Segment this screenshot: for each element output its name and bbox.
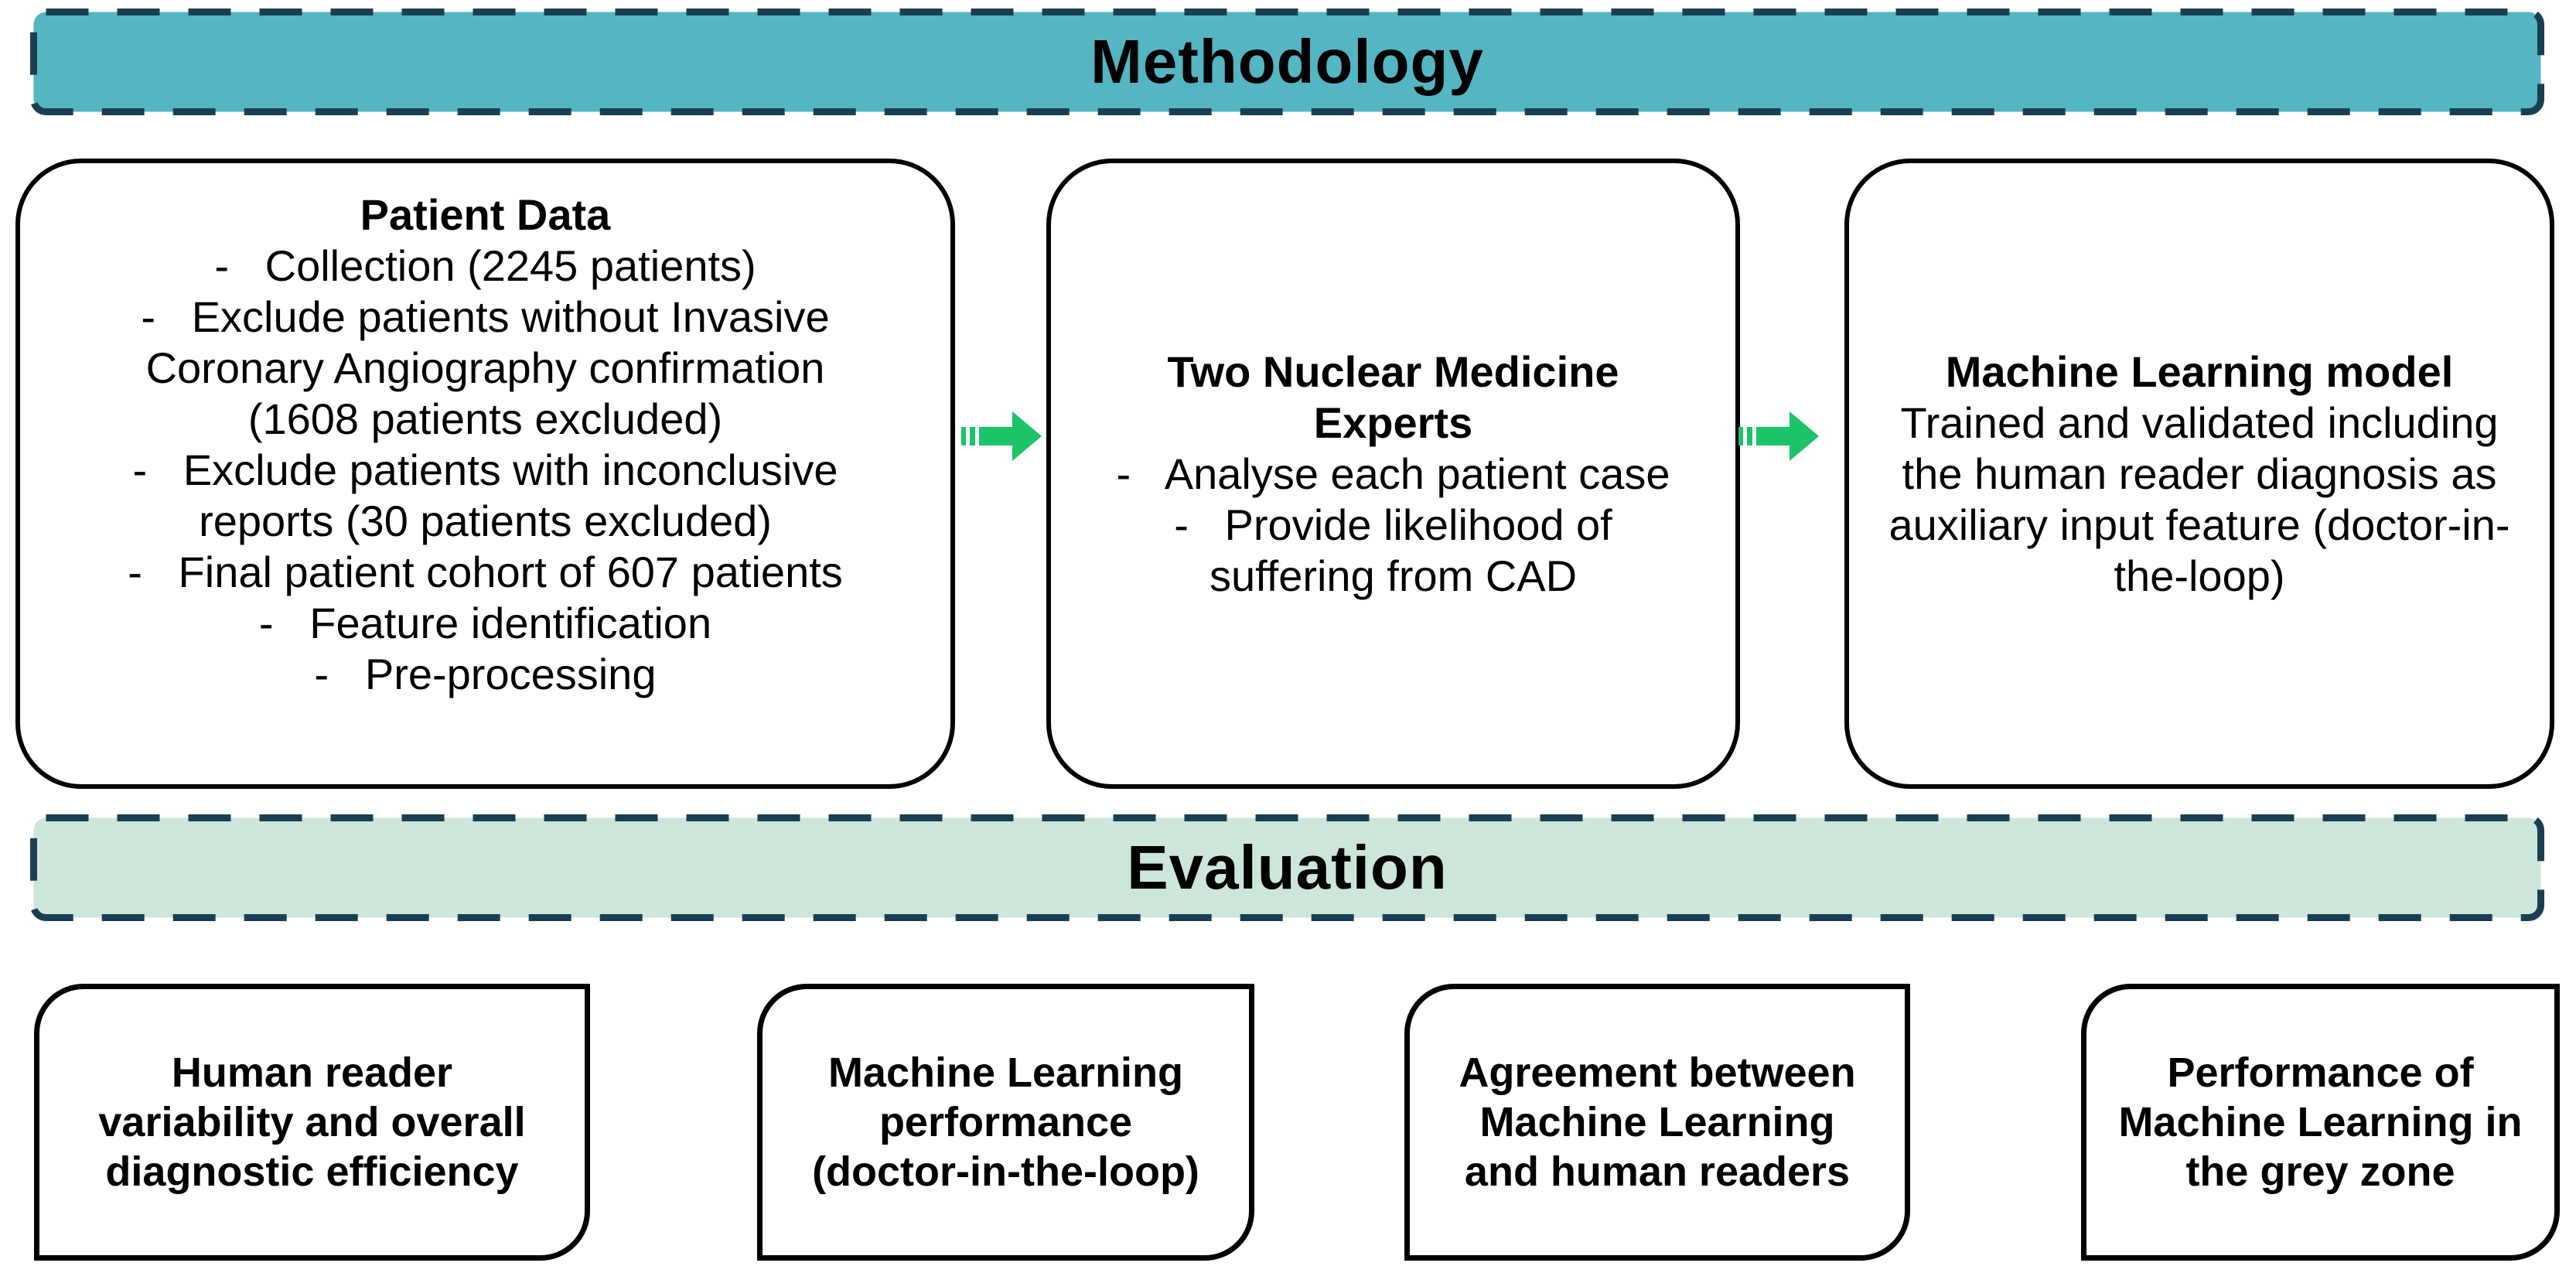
green-right-arrow-icon — [961, 411, 1042, 461]
experts-title-line1: Two Nuclear Medicine — [1167, 346, 1619, 396]
evaluation-banner-rect — [30, 814, 2544, 921]
text-line: (1608 patients excluded) — [247, 394, 723, 443]
text-line: performance — [879, 1099, 1133, 1145]
text-line: - Feature identification — [258, 599, 712, 647]
text-line: suffering from CAD — [1209, 551, 1578, 600]
text-line: auxiliary input feature (doctor-in- — [1888, 500, 2510, 549]
dashed-banner-shape — [30, 814, 2544, 921]
text-line: Machine Learning — [827, 1049, 1184, 1096]
text-line: the grey zone — [2185, 1148, 2455, 1195]
eval-card-ml-performance: Machine Learning performance (doctor-in-… — [757, 984, 1254, 1261]
text-line: - Pre-processing — [314, 650, 657, 698]
patient-data-box: Patient Data - Collection (2245 patients… — [15, 159, 955, 789]
arrow-stripe — [1747, 427, 1752, 445]
text-line: variability and overall — [98, 1099, 526, 1145]
text-line: - Provide likelihood of — [1174, 500, 1612, 549]
methodology-banner-rect — [30, 9, 2544, 115]
ml-model-title: Machine Learning model — [1945, 346, 2454, 396]
experts-box: Two Nuclear Medicine Experts - Analyse e… — [1046, 159, 1740, 789]
text-line: - Analyse each patient case — [1116, 449, 1670, 498]
text-line: Human reader — [171, 1049, 453, 1096]
text-line: Machine Learning — [1479, 1099, 1835, 1145]
evaluation-banner-title: Evaluation — [1127, 833, 1448, 902]
arrow-body — [1756, 427, 1790, 445]
methodology-banner-title: Methodology — [1090, 27, 1484, 96]
green-right-arrow-icon — [1738, 411, 1819, 461]
arrow-stripe — [1738, 427, 1743, 445]
ml-model-content: Machine Learning model Trained and valid… — [1849, 163, 2550, 784]
methodology-banner: Methodology — [29, 8, 2545, 116]
text-line: - Exclude patients with inconclusive — [132, 445, 838, 494]
text-line: - Collection (2245 patients) — [214, 241, 756, 290]
arrow-stripe — [961, 427, 966, 445]
text-line: Agreement between — [1459, 1049, 1856, 1096]
eval-card-agreement: Agreement between Machine Learning and h… — [1404, 984, 1910, 1261]
text-line: Performance of — [2167, 1049, 2474, 1096]
text-line: Trained and validated including — [1900, 398, 2499, 447]
arrow-head — [1790, 411, 1819, 461]
text-line: diagnostic efficiency — [105, 1148, 519, 1195]
text-line: Machine Learning in — [2118, 1099, 2523, 1145]
arrow-body — [979, 427, 1012, 445]
arrow-stripe — [970, 427, 975, 445]
patient-data-content: Patient Data - Collection (2245 patients… — [20, 163, 950, 784]
text-line: and human readers — [1464, 1148, 1851, 1195]
dashed-banner-shape — [30, 9, 2544, 115]
eval-card-human-reader-variability: Human reader variability and overall dia… — [34, 984, 590, 1261]
text-line: - Exclude patients without Invasive — [141, 292, 830, 341]
evaluation-banner: Evaluation — [29, 814, 2545, 922]
text-line: reports (30 patients excluded) — [199, 497, 772, 545]
eval-card-grey-zone: Performance of Machine Learning in the g… — [2081, 984, 2560, 1261]
ml-model-box: Machine Learning model Trained and valid… — [1844, 159, 2554, 789]
text-line: (doctor-in-the-loop) — [812, 1148, 1199, 1195]
patient-data-title: Patient Data — [360, 190, 611, 239]
arrow-head — [1012, 411, 1042, 461]
text-line: Coronary Angiography confirmation — [145, 343, 825, 392]
experts-title-line2: Experts — [1313, 398, 1473, 447]
text-line: - Final patient cohort of 607 patients — [128, 548, 843, 596]
experts-content: Two Nuclear Medicine Experts - Analyse e… — [1051, 163, 1735, 784]
text-line: the-loop) — [2114, 551, 2285, 600]
text-line: the human reader diagnosis as — [1902, 449, 2497, 498]
